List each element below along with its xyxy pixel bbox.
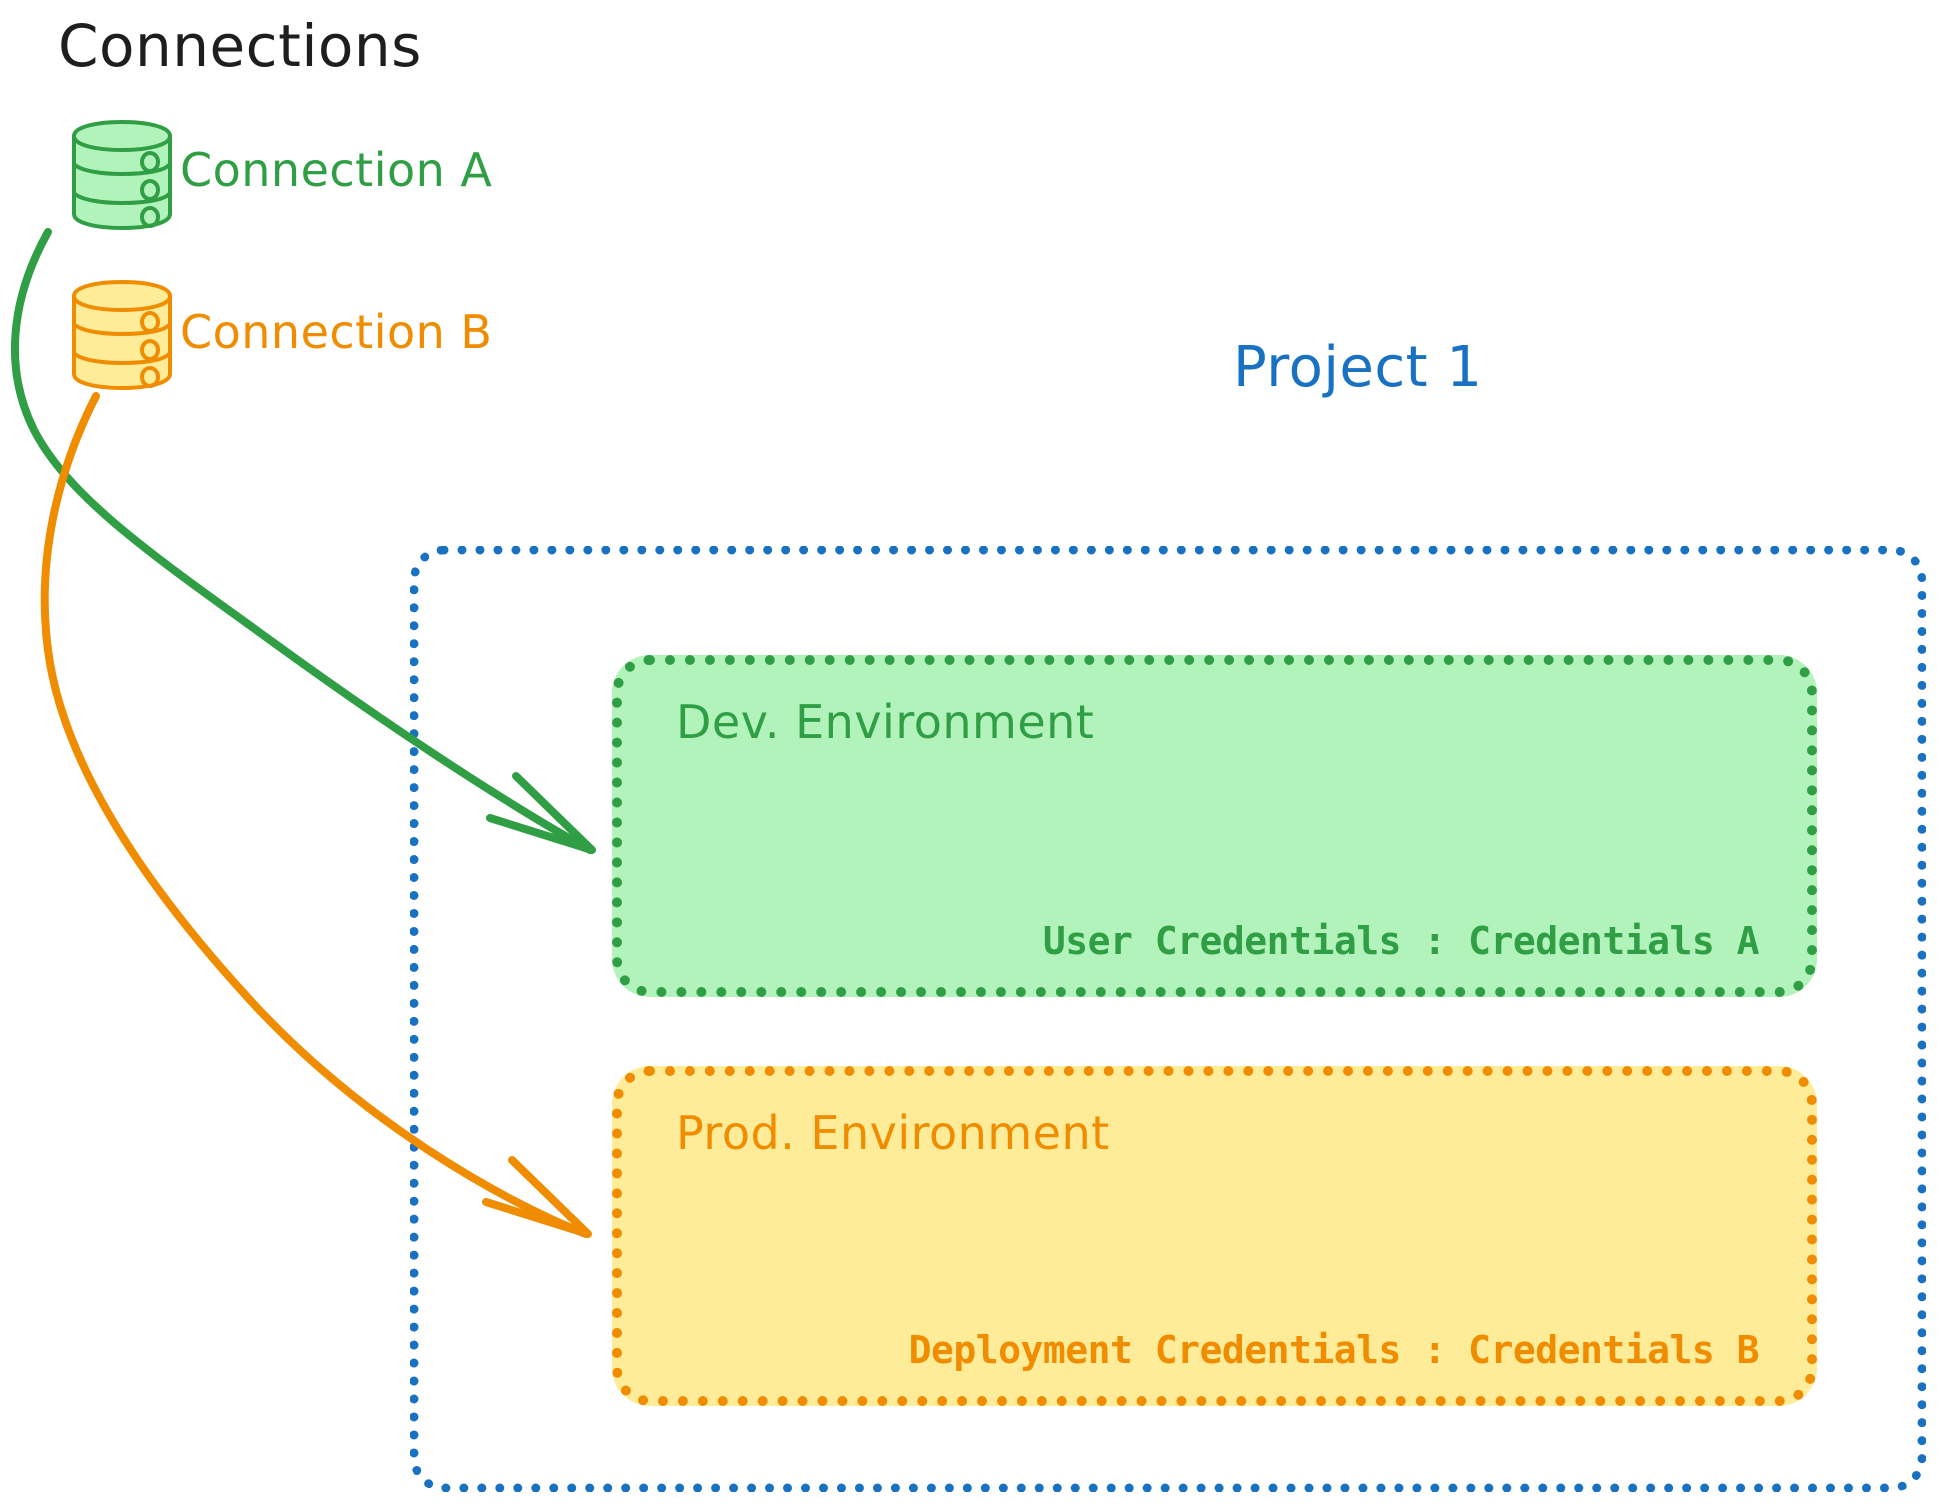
database-cylinder-icon — [68, 118, 176, 232]
page-title: Connections — [58, 12, 422, 80]
dev-environment-title: Dev. Environment — [676, 695, 1095, 749]
connection-a-label: Connection A — [180, 143, 493, 197]
database-cylinder-icon — [68, 278, 176, 392]
connection-b-label: Connection B — [180, 305, 493, 359]
dev-environment-box: Dev. Environment User Credentials : Cred… — [612, 655, 1817, 997]
prod-environment-credentials: Deployment Credentials : Credentials B — [908, 1328, 1760, 1372]
dev-environment-credentials: User Credentials : Credentials A — [1042, 919, 1760, 963]
prod-environment-title: Prod. Environment — [676, 1106, 1110, 1160]
project-label: Project 1 — [1233, 335, 1483, 400]
prod-environment-box: Prod. Environment Deployment Credentials… — [612, 1066, 1817, 1406]
